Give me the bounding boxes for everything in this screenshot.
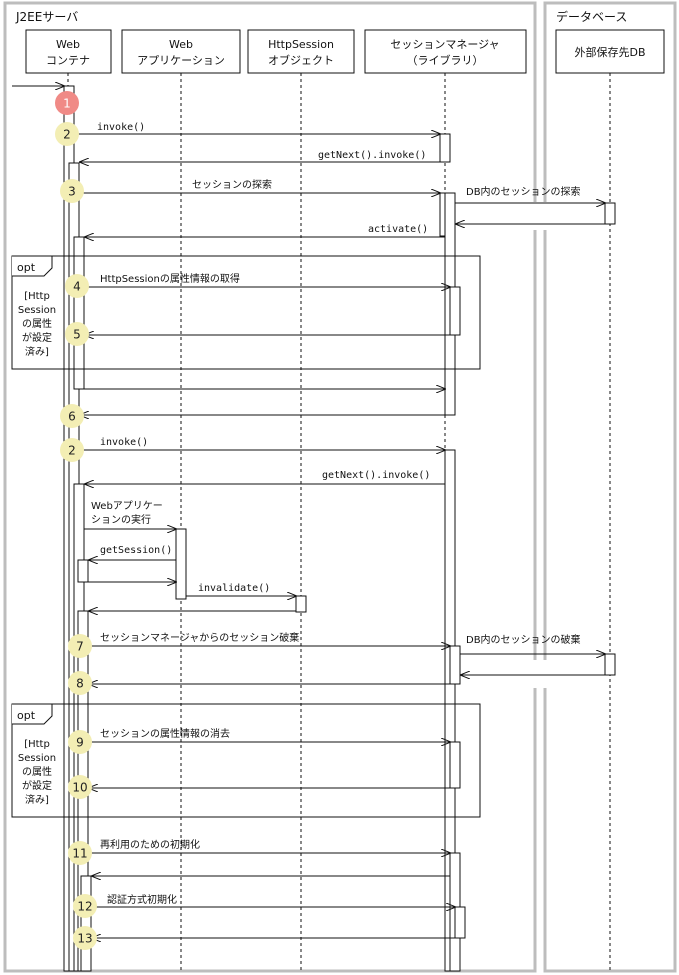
participant-label: アプリケーション [137, 54, 225, 67]
step-marker: 6 [60, 404, 84, 428]
activation-bar [77, 559, 89, 583]
opt-frame: opt [Http Session の属性 が設定 済み] [11, 703, 481, 818]
participant-web-container: Web コンテナ [25, 29, 112, 74]
participant-label: 外部保存先DB [574, 45, 645, 59]
opt-tag: opt [17, 709, 36, 722]
participant-session-manager: セッションマネージャ （ライブラリ） [364, 29, 527, 74]
participant-label: セッションマネージャ [390, 38, 499, 51]
opt-guard: の属性 [22, 765, 52, 778]
step-marker: 5 [65, 322, 89, 346]
activation-bar [449, 741, 461, 789]
step-number: 8 [76, 677, 84, 691]
participant-external-db: 外部保存先DB [555, 29, 665, 74]
message-label: 再利用のための初期化 [100, 838, 200, 851]
step-number: 10 [72, 781, 87, 795]
step-number: 6 [68, 410, 76, 424]
opt-guard: が設定 [22, 779, 52, 792]
participant-label: （ライブラリ） [407, 53, 484, 67]
frame-gap [533, 660, 549, 688]
activation-bar [604, 653, 616, 676]
opt-guard: が設定 [22, 331, 52, 344]
step-markers: 1 2 3 4 5 6 2 7 [55, 91, 97, 950]
activation-bar [449, 286, 461, 336]
message-label: セッションの探索 [192, 178, 272, 191]
participant-label: Web [56, 38, 80, 51]
opt-guard: 済み] [25, 345, 49, 358]
step-marker: 2 [55, 122, 79, 146]
frame-gap [533, 202, 549, 230]
message-label: invalidate() [198, 583, 270, 594]
message-label: HttpSessionの属性情報の取得 [100, 272, 240, 285]
participant-web-app: Web アプリケーション [121, 29, 241, 74]
message-label: Webアプリケー [91, 500, 163, 512]
message-label: getSession() [100, 545, 172, 556]
activation-bar [80, 875, 92, 972]
step-marker: 9 [68, 730, 92, 754]
step-marker: 4 [65, 274, 89, 298]
step-marker: 11 [68, 841, 92, 865]
step-number: 13 [77, 932, 92, 946]
step-marker: 3 [60, 179, 84, 203]
message-label: セッションマネージャからのセッション破棄 [100, 631, 299, 644]
db-frame: データベース [543, 1, 677, 973]
step-number: 7 [76, 640, 84, 654]
step-number: 12 [77, 900, 92, 914]
message-label: DB内のセッションの破棄 [466, 633, 581, 646]
step-marker: 7 [68, 634, 92, 658]
message-label: getNext().invoke() [318, 150, 426, 161]
step-number: 4 [73, 280, 81, 294]
activation-bar [449, 645, 461, 685]
message-label: activate() [368, 224, 428, 235]
participant-label: Web [169, 38, 193, 51]
step-marker: 2 [60, 438, 84, 462]
message-label: セッションの属性情報の消去 [100, 727, 230, 740]
opt-guard: Session [18, 305, 56, 316]
activation-bar [295, 595, 307, 613]
opt-guard: 済み] [25, 793, 49, 806]
step-number: 2 [68, 444, 76, 458]
step-marker: 8 [68, 671, 92, 695]
step-marker: 12 [73, 894, 97, 918]
participant-label: コンテナ [46, 54, 90, 67]
step-number: 2 [63, 128, 71, 142]
step-marker: 1 [55, 91, 79, 115]
opt-guard: [Http [24, 291, 50, 302]
message-label: 認証方式初期化 [107, 893, 177, 906]
opt-tag: opt [17, 261, 36, 274]
activation-bar [439, 133, 451, 163]
participant-label: HttpSession [268, 38, 334, 51]
message-label: invoke() [100, 437, 148, 448]
step-marker: 13 [73, 926, 97, 950]
messages [12, 86, 605, 938]
step-marker: 10 [68, 775, 92, 799]
step-number: 5 [73, 328, 81, 342]
message-label: invoke() [97, 122, 145, 133]
server-frame-title: J2EEサーバ [15, 10, 78, 24]
message-label: ションの実行 [91, 513, 151, 526]
opt-guard: Session [18, 753, 56, 764]
message-label: DB内のセッションの探索 [466, 185, 581, 198]
message-label: getNext().invoke() [322, 470, 430, 481]
step-number: 1 [63, 97, 71, 111]
participant-http-session: HttpSession オブジェクト [247, 29, 355, 74]
participant-label: オブジェクト [268, 53, 334, 67]
activation-bar [175, 528, 187, 600]
opt-guard: の属性 [22, 317, 52, 330]
activation-bar [604, 202, 616, 225]
activation-bar [73, 236, 85, 390]
activation-bar [454, 906, 466, 939]
db-frame-title: データベース [556, 9, 627, 24]
server-frame: J2EEサーバ [3, 1, 537, 973]
step-number: 11 [72, 847, 87, 861]
opt-guard: [Http [24, 739, 50, 750]
step-number: 3 [68, 185, 76, 199]
step-number: 9 [76, 736, 84, 750]
opt-frame: opt [Http Session の属性 が設定 済み] [11, 255, 481, 370]
